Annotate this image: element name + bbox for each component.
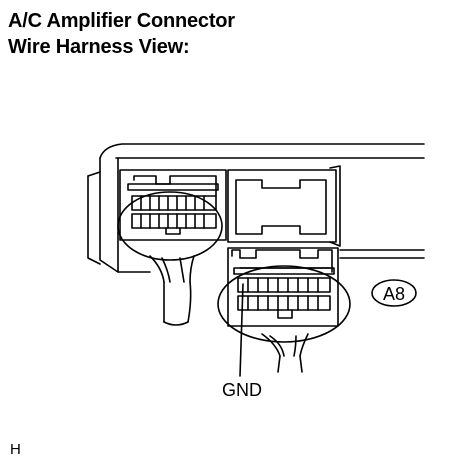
title-line-2: Wire Harness View: — [8, 36, 190, 58]
left-connector-ellipse — [117, 191, 223, 261]
gnd-label: GND — [222, 380, 262, 400]
connector-code-badge — [371, 279, 417, 307]
connector-left — [117, 169, 227, 326]
connector-middle — [227, 165, 341, 247]
title-line-1: A/C Amplifier Connector — [8, 10, 235, 32]
gnd-leader-line — [239, 283, 244, 377]
left-pin-row-2 — [131, 213, 217, 229]
left-pin-row-1 — [131, 195, 217, 211]
lower-connector-ellipse — [217, 265, 351, 343]
connector-lower — [217, 247, 351, 373]
lower-pin-row-1 — [237, 277, 331, 293]
lower-pin-row-2 — [237, 295, 331, 311]
diagram-title: A/C Amplifier Connector Wire Harness Vie… — [8, 8, 235, 60]
connector-housing — [87, 143, 425, 273]
connector-code-label: A8 — [383, 284, 405, 304]
figure-code: H — [10, 441, 21, 458]
